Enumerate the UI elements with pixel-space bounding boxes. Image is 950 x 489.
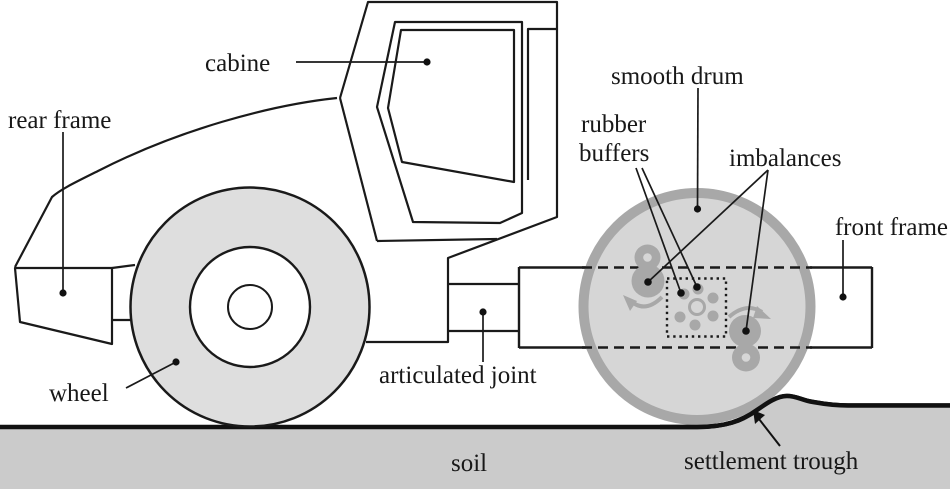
- wheel-hub: [227, 284, 273, 330]
- dot-wheel: [172, 358, 180, 366]
- leader-rubber-buffers-2: [641, 167, 698, 288]
- label-smooth-drum: smooth drum: [611, 63, 744, 90]
- cab-outline: [338, 0, 559, 344]
- leader-wheel: [125, 361, 177, 389]
- rotation-arrow-left-head: [623, 295, 637, 311]
- leader-lines: [62, 61, 844, 389]
- body-step-line: [111, 263, 136, 270]
- machine-body: [13, 0, 559, 346]
- leader-rubber-buffers-1: [635, 167, 682, 294]
- dot-front-frame: [839, 293, 847, 301]
- cab-window-glass: [386, 28, 516, 184]
- settlement-trough-arrow: [753, 410, 781, 447]
- cab-right-panel: [526, 27, 557, 180]
- buffer-housing-dotted: [665, 277, 728, 338]
- leader-dots: [59, 58, 847, 366]
- settlement-arrow-line: [758, 418, 781, 447]
- leader-smooth-drum: [696, 87, 699, 210]
- imbalance-right-hole: [741, 353, 751, 362]
- hood-outline: [14, 96, 338, 268]
- label-settlement-trough: settlement trough: [684, 448, 859, 475]
- leader-imbalances-1: [647, 169, 769, 283]
- rotation-arrow-right: [727, 306, 771, 319]
- dot-rubber-buffer-2: [693, 283, 701, 291]
- label-wheel: wheel: [49, 380, 109, 407]
- soil-fill: [0, 396, 950, 489]
- label-front-frame: front frame: [835, 214, 948, 241]
- cab-left-edge: [338, 97, 379, 242]
- rear-frame-box: [13, 266, 114, 346]
- buffer-dot: [707, 310, 719, 322]
- buffer-dot: [707, 292, 719, 304]
- cab-bottom-edge: [376, 237, 498, 243]
- dot-imbalance-1: [644, 278, 652, 286]
- leader-imbalances-2: [745, 169, 769, 332]
- dot-cabine: [423, 58, 431, 66]
- dot-rear-frame: [59, 289, 67, 297]
- imbalance-left: [631, 244, 665, 298]
- imbalance-left-hole: [643, 253, 652, 262]
- label-rear-frame: rear frame: [8, 107, 111, 134]
- rotation-arrow-left: [623, 295, 664, 311]
- label-rubber-buffers-line1: rubber: [581, 111, 647, 138]
- dot-imbalance-2: [742, 327, 750, 335]
- dot-smooth-drum: [693, 205, 702, 213]
- settlement-trough-fill: [745, 396, 950, 489]
- label-rubber-buffers-line2: buffers: [579, 140, 649, 167]
- wheel: [129, 186, 371, 428]
- buffer-center-shaft: [688, 298, 706, 316]
- dot-articulated-joint: [479, 308, 487, 316]
- buffer-dot: [689, 319, 701, 331]
- label-imbalances: imbalances: [729, 145, 841, 172]
- rotation-arrow-right-head: [753, 306, 771, 319]
- settlement-trough-line: [660, 393, 950, 430]
- front-frame-dashed-lines: [582, 266, 812, 349]
- label-cabine: cabine: [205, 50, 270, 77]
- label-soil: soil: [451, 450, 487, 477]
- buffer-dot: [674, 311, 686, 323]
- settlement-arrow-head: [753, 410, 765, 424]
- dot-rubber-buffer-1: [677, 289, 685, 297]
- label-articulated-joint: articulated joint: [379, 362, 537, 389]
